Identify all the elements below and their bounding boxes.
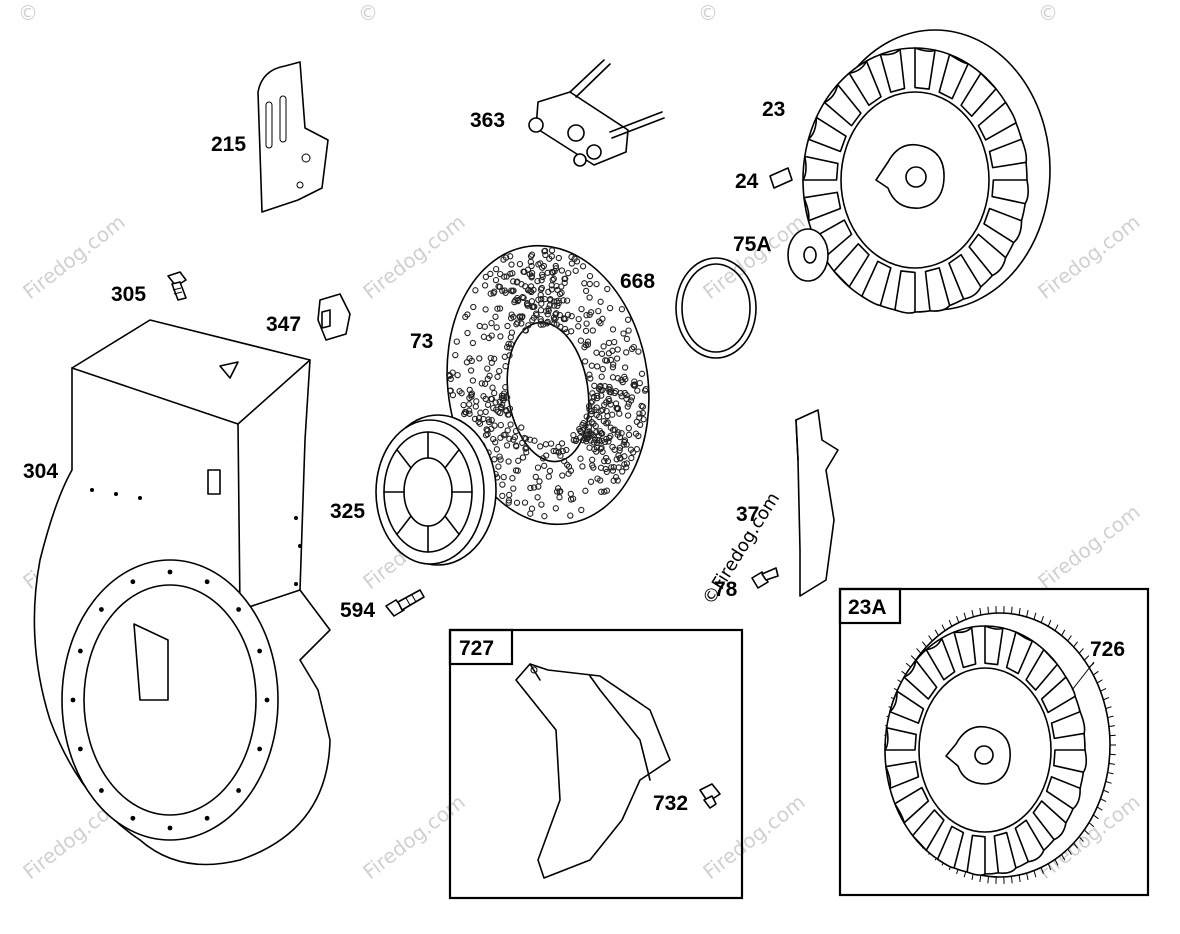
label-24: 24 — [735, 170, 759, 193]
watermark-corner: © — [358, 1, 378, 25]
label-23: 23 — [762, 98, 785, 121]
part-37-baffle — [795, 409, 839, 597]
leader-726 — [1071, 661, 1095, 691]
part-363-puller — [528, 59, 665, 167]
label-37: 37 — [736, 503, 759, 526]
part-668-ring — [675, 257, 757, 359]
label-325: 325 — [330, 500, 365, 523]
part-594-bolt — [385, 589, 425, 617]
part-75A-washer — [787, 228, 829, 282]
part-325-pulley — [375, 414, 497, 566]
label-727: 727 — [459, 637, 494, 660]
watermark-corner: © — [698, 1, 718, 25]
label-347: 347 — [266, 313, 301, 336]
watermark: Firedog.com — [358, 790, 469, 884]
label-732: 732 — [653, 792, 688, 815]
part-304-housing — [33, 319, 331, 866]
part-215-bracket — [257, 61, 329, 213]
label-75A: 75A — [733, 233, 772, 256]
part-305-bolt — [167, 271, 187, 301]
label-304: 304 — [23, 460, 58, 483]
box-727 — [448, 628, 744, 900]
part-73-screen — [446, 244, 650, 526]
part-23-flywheel — [802, 29, 1051, 314]
label-215: 215 — [211, 133, 246, 156]
part-24-key — [769, 167, 793, 189]
box-23A — [838, 587, 1150, 897]
label-363: 363 — [470, 109, 505, 132]
label-78: 78 — [714, 578, 738, 601]
watermark: Firedog.com — [1033, 500, 1144, 594]
part-78-bolt — [751, 567, 779, 589]
watermark: Firedog.com — [1033, 210, 1144, 304]
label-305: 305 — [111, 283, 146, 306]
watermark: Firedog.com — [358, 210, 469, 304]
label-668: 668 — [620, 270, 655, 293]
watermark-corner: © — [1038, 1, 1058, 25]
watermark-corner: © — [18, 1, 38, 25]
label-726: 726 — [1090, 638, 1125, 661]
part-347-switch — [317, 293, 351, 341]
label-594: 594 — [340, 599, 375, 622]
part-23A-flywheel — [884, 606, 1116, 884]
part-732-bolt — [699, 783, 721, 809]
label-23A: 23A — [848, 596, 887, 619]
label-73: 73 — [410, 330, 433, 353]
part-727-scroll — [515, 663, 671, 879]
